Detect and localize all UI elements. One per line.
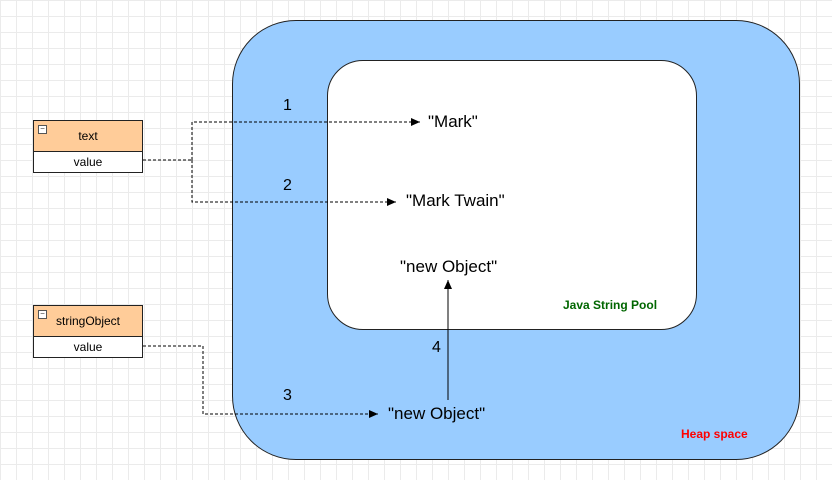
connector-step-2 — [191, 160, 396, 206]
string-pool-label: Java String Pool — [563, 298, 658, 312]
class-box-header: − text — [34, 121, 142, 152]
collapse-icon[interactable]: − — [38, 310, 47, 319]
string-pool-region — [327, 60, 697, 330]
step-number-3: 3 — [283, 387, 292, 404]
class-box-stringobject[interactable]: − stringObject value — [33, 305, 143, 358]
connector-step-3 — [143, 345, 378, 418]
pool-string-new-object: "new Object" — [400, 257, 498, 276]
heap-string-new-object: "new Object" — [388, 404, 486, 423]
class-box-text[interactable]: − text value — [33, 120, 143, 173]
pool-string-mark: "Mark" — [428, 112, 478, 131]
class-box-header: − stringObject — [34, 306, 142, 337]
class-field: value — [73, 340, 103, 354]
step-number-4: 4 — [432, 339, 441, 356]
collapse-icon[interactable]: − — [38, 125, 47, 134]
class-field: value — [73, 155, 103, 169]
pool-string-mark-twain: "Mark Twain" — [406, 191, 505, 210]
connector-step-1 — [191, 118, 420, 160]
heap-space-label: Heap space — [681, 427, 748, 441]
class-title: stringObject — [55, 314, 121, 328]
class-title: text — [78, 129, 98, 143]
step-number-2: 2 — [283, 177, 292, 194]
step-number-1: 1 — [283, 97, 292, 114]
